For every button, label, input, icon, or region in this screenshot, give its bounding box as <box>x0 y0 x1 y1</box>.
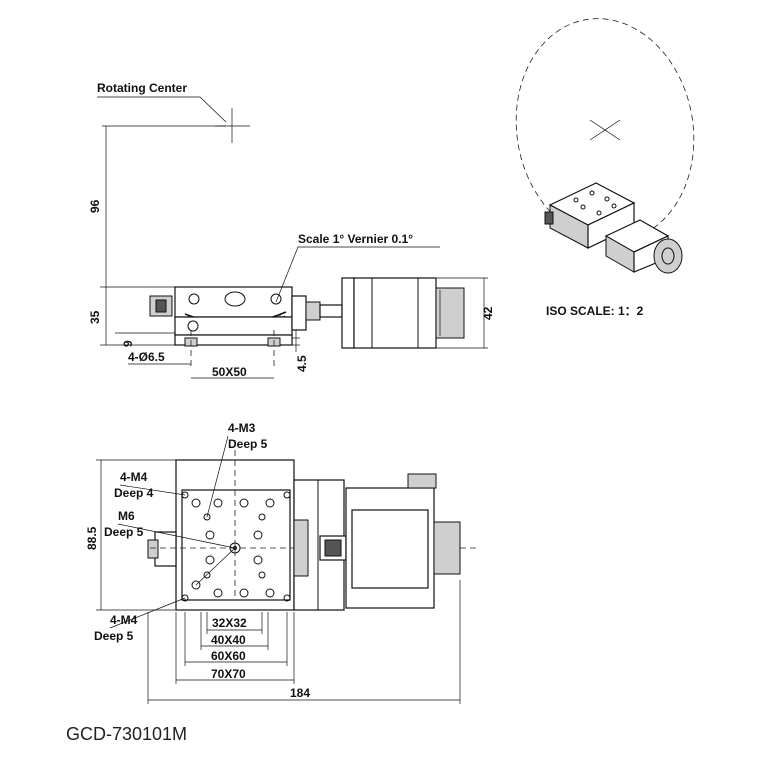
model-number: GCD-730101M <box>66 724 187 744</box>
side-top-plate <box>174 286 293 318</box>
top-motor-inner <box>351 509 429 589</box>
m4-bottom-deep-label: Deep 5 <box>94 629 134 643</box>
iso-scale-label: ISO SCALE: 1：2 <box>546 304 644 318</box>
dim-60x60: 60X60 <box>211 649 246 663</box>
dim-9: 9 <box>121 340 135 347</box>
rotation-circle <box>515 18 695 242</box>
dim-42: 42 <box>481 306 495 320</box>
dim-35: 35 <box>88 310 102 324</box>
side-screw-right <box>270 293 282 305</box>
brand-logo <box>224 291 246 307</box>
dim-hole: 4-Ø6.5 <box>128 350 165 364</box>
dim-32x32: 32X32 <box>212 616 247 630</box>
m6-leader <box>117 523 236 549</box>
top-motor-connector <box>407 473 437 489</box>
dim-4-5: 4.5 <box>295 355 309 372</box>
iso-knob <box>544 211 554 225</box>
m4-top-label: 4-M4 <box>120 470 148 484</box>
dim-40x40: 40X40 <box>211 633 246 647</box>
hole-pattern <box>181 491 291 602</box>
rotating-center-label: Rotating Center <box>97 81 187 95</box>
scale-leader <box>275 246 440 303</box>
iso-holes <box>573 190 617 216</box>
m4-bottom-label: 4-M4 <box>110 613 138 627</box>
motor-encoder <box>435 287 465 339</box>
m6-deep-label: Deep 5 <box>104 525 144 539</box>
top-bearing <box>293 519 309 577</box>
dim-96: 96 <box>88 199 102 213</box>
m4-bottom-leader <box>109 597 186 629</box>
m4-top-leader <box>119 484 186 496</box>
side-base <box>174 334 293 346</box>
dim-50x50: 50X50 <box>212 365 247 379</box>
iso-motor-shaft <box>661 247 675 265</box>
scale-label: Scale 1° Vernier 0.1° <box>298 232 413 246</box>
iso-center-b <box>589 119 621 141</box>
coupling <box>305 301 321 321</box>
top-knob <box>147 539 159 559</box>
top-coupling-core <box>324 539 342 557</box>
side-view: Rotating Center 96 35 9 <box>88 81 495 379</box>
side-screw-left <box>188 293 200 305</box>
diagonal-line <box>195 547 236 586</box>
dim-88-5: 88.5 <box>85 526 99 550</box>
m3-label: 4-M3 <box>228 421 256 435</box>
top-motor-encoder <box>433 521 461 575</box>
m4-top-deep-label: Deep 4 <box>114 486 154 500</box>
rotating-center-leader <box>97 96 227 123</box>
m3-deep-label: Deep 5 <box>228 437 268 451</box>
coupling-shaft <box>319 304 343 318</box>
m6-label: M6 <box>118 509 135 523</box>
side-lock-screw-head <box>155 299 167 313</box>
side-lower-body <box>174 316 293 336</box>
iso-motor-end <box>653 238 683 274</box>
top-view: 88.5 4- <box>85 421 480 704</box>
dim-184: 184 <box>290 686 310 700</box>
m3-leader <box>206 435 229 518</box>
iso-view: ISO SCALE: 1：2 <box>515 18 695 318</box>
motor-flange <box>341 277 355 349</box>
side-lower-screw <box>187 320 199 332</box>
shaft-housing <box>291 295 307 331</box>
dim-70x70: 70X70 <box>211 667 246 681</box>
motor-body <box>353 277 437 349</box>
